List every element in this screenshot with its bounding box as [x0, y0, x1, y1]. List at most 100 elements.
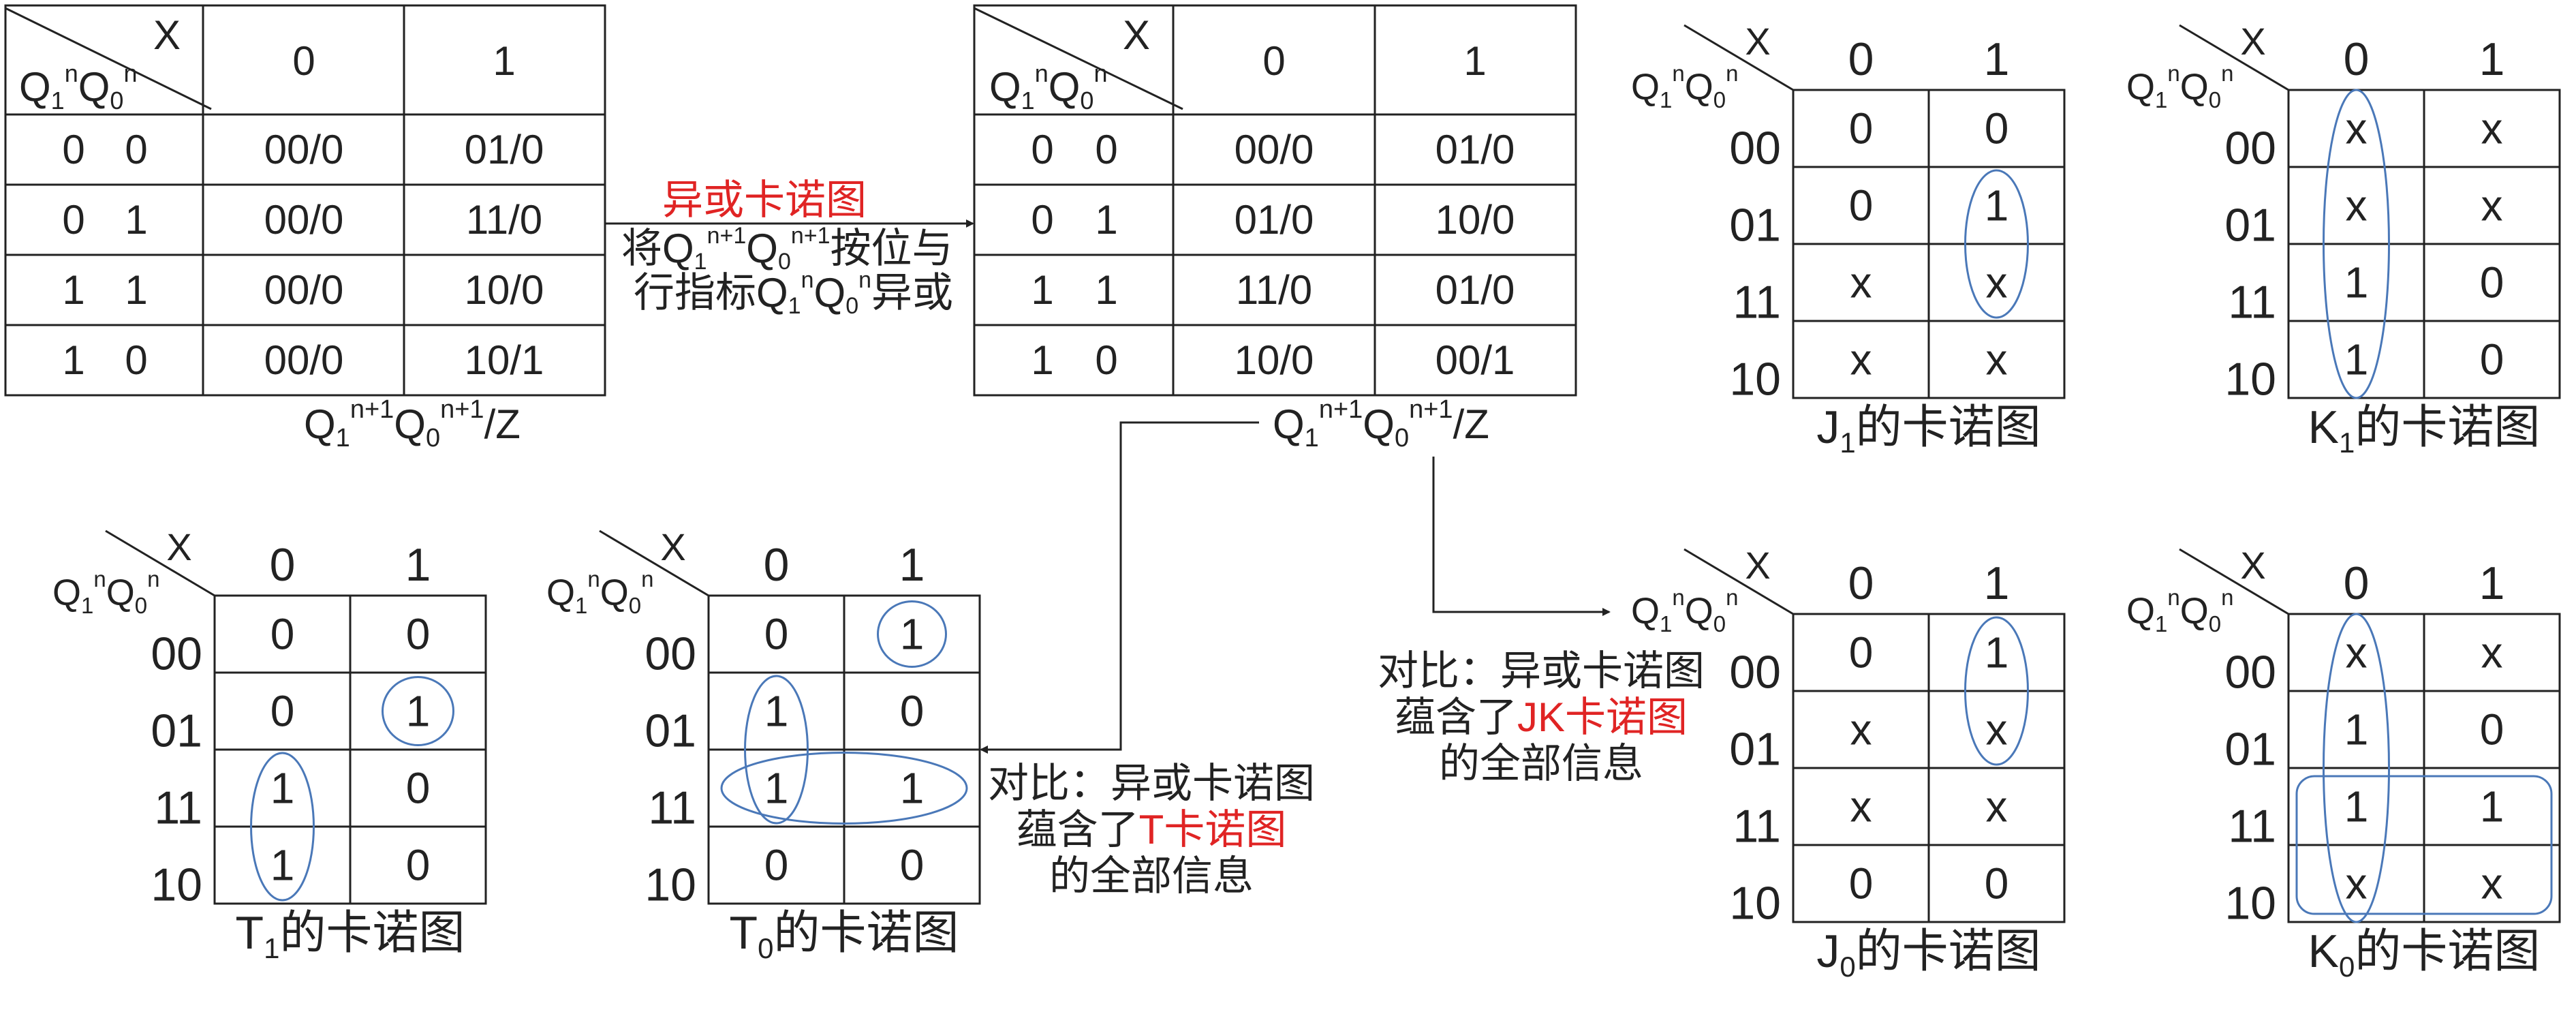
- grouping-loop: [1964, 169, 2029, 319]
- t-compare-line1: 对比：异或卡诺图: [988, 760, 1315, 806]
- kmap-cell: x: [2481, 628, 2503, 677]
- kmap-corner-q: Q1nQ0n: [1631, 585, 1738, 636]
- row-label-q1: 1: [62, 267, 84, 313]
- row-label-q1: 0: [62, 127, 84, 172]
- kmap-cell: 1: [2344, 782, 2369, 831]
- kmap-cell: 0: [2480, 705, 2504, 754]
- row-label-q0: 1: [1095, 267, 1117, 313]
- kmap-cell: x: [2481, 181, 2503, 230]
- table-cell: 00/0: [264, 267, 344, 313]
- kmap-cell: x: [1986, 335, 2008, 384]
- kmap-corner-x: X: [166, 525, 191, 568]
- row-label-q1: 0: [62, 197, 84, 243]
- kmap-column-header: 0: [270, 539, 296, 591]
- kmap-cell: 0: [764, 841, 789, 890]
- kmap-corner-x: X: [1745, 20, 1770, 63]
- kmap-cell: x: [2346, 181, 2368, 230]
- jk-compare-line2: 蕴含了JK卡诺图: [1395, 694, 1688, 740]
- kmap-cell: 0: [900, 841, 925, 890]
- xor-description-line2: 行指标Q1nQ0n异或: [634, 267, 953, 319]
- kmap-row-header: 10: [1729, 878, 1781, 929]
- table-cell: 01/0: [1436, 267, 1515, 313]
- kmap-title: T1的卡诺图: [236, 907, 465, 964]
- table-caption: Q1n+1Q0n+1/Z: [1273, 395, 1489, 452]
- kmap-cell: 0: [1849, 628, 1874, 677]
- kmap-cell: x: [2346, 628, 2368, 677]
- kmap-row-header: 11: [2228, 277, 2276, 328]
- jk-compare-note: 对比：异或卡诺图 蕴含了JK卡诺图 的全部信息: [1378, 648, 1705, 786]
- column-header: 0: [1262, 38, 1285, 84]
- kmap-column-header: 1: [405, 539, 431, 591]
- kmap-cell: 0: [406, 764, 431, 813]
- xor-table-grid: [973, 4, 1577, 397]
- table-cell: 01/0: [1436, 127, 1515, 172]
- table-corner-x: X: [153, 12, 181, 58]
- kmap-cell: x: [1850, 258, 1872, 307]
- kmap-cell: 1: [2480, 782, 2504, 831]
- kmap-cell: x: [1986, 782, 2008, 831]
- arrow-to-jk-kmaps: [1432, 457, 1611, 616]
- kmap-cell: 1: [1985, 181, 2009, 230]
- kmap-row-header: 00: [645, 628, 696, 680]
- row-label-q0: 0: [125, 337, 147, 383]
- kmap-row-header: 00: [151, 628, 202, 680]
- kmap-cell: 1: [2344, 335, 2369, 384]
- grouping-loop: [2323, 89, 2390, 399]
- column-header: 1: [1463, 38, 1486, 84]
- row-label-q1: 1: [1031, 337, 1053, 383]
- kmap-cell: x: [1986, 705, 2008, 754]
- kmap-cell: 0: [2480, 258, 2504, 307]
- kmap-cell: 1: [2344, 705, 2369, 754]
- kmap-row-header: 11: [648, 782, 696, 834]
- table-cell: 01/0: [1235, 197, 1314, 243]
- row-label-q0: 1: [125, 197, 147, 243]
- kmap-cell: 1: [2344, 258, 2369, 307]
- row-label-q1: 0: [1031, 197, 1053, 243]
- table-cell: 00/0: [264, 337, 344, 383]
- kmap-column-header: 0: [1848, 33, 1874, 85]
- table-corner-q: Q1nQ0n: [19, 59, 137, 114]
- kmap-corner-diagonal: [2179, 548, 2289, 615]
- kmap-corner-diagonal: [1683, 24, 1794, 91]
- kmap-cell: x: [2481, 859, 2503, 908]
- table-cell: 00/0: [264, 197, 344, 243]
- t-compare-line3: 的全部信息: [1049, 853, 1254, 899]
- xor-description-line1: 将Q1n+1Q0n+1按位与: [621, 223, 953, 275]
- kmap-cell: 0: [406, 841, 431, 890]
- kmap-cell: 0: [764, 610, 789, 659]
- kmap-row-header: 11: [154, 782, 202, 834]
- kmap-cell: x: [2346, 859, 2368, 908]
- kmap-row-header: 10: [151, 859, 202, 911]
- row-label-q1: 1: [1031, 267, 1053, 313]
- kmap-row-header: 00: [2224, 123, 2276, 174]
- table-corner-x: X: [1123, 12, 1150, 58]
- kmap-corner-diagonal: [1683, 548, 1794, 615]
- kmap-cell: 0: [900, 687, 925, 736]
- table-cell: 01/0: [465, 127, 544, 172]
- row-label-q1: 0: [1031, 127, 1053, 172]
- kmap-cell: 1: [1985, 628, 2009, 677]
- kmap-corner-diagonal: [599, 529, 709, 597]
- kmap-corner-x: X: [2240, 20, 2265, 63]
- row-label-q1: 1: [62, 337, 84, 383]
- kmap-column-header: 0: [1848, 557, 1874, 609]
- next-state-table-grid: [4, 4, 606, 397]
- table-cell: 11/0: [1236, 267, 1312, 313]
- kmap-corner-q: Q1nQ0n: [52, 566, 159, 618]
- kmap-corner-diagonal: [105, 529, 215, 597]
- kmap-cell: 0: [1849, 181, 1874, 230]
- kmap-title: T0的卡诺图: [730, 907, 959, 964]
- table-cell: 10/1: [465, 337, 544, 383]
- kmap-column-header: 1: [1984, 557, 2010, 609]
- kmap-corner-q: Q1nQ0n: [2126, 61, 2233, 112]
- row-label-q0: 0: [1095, 127, 1117, 172]
- kmap-row-header: 01: [2224, 724, 2276, 775]
- kmap-column-header: 1: [899, 539, 925, 591]
- kmap-cell: 1: [406, 687, 431, 736]
- row-label-q0: 1: [1095, 197, 1117, 243]
- kmap-cell: 1: [900, 764, 925, 813]
- kmap-row-header: 01: [2224, 200, 2276, 251]
